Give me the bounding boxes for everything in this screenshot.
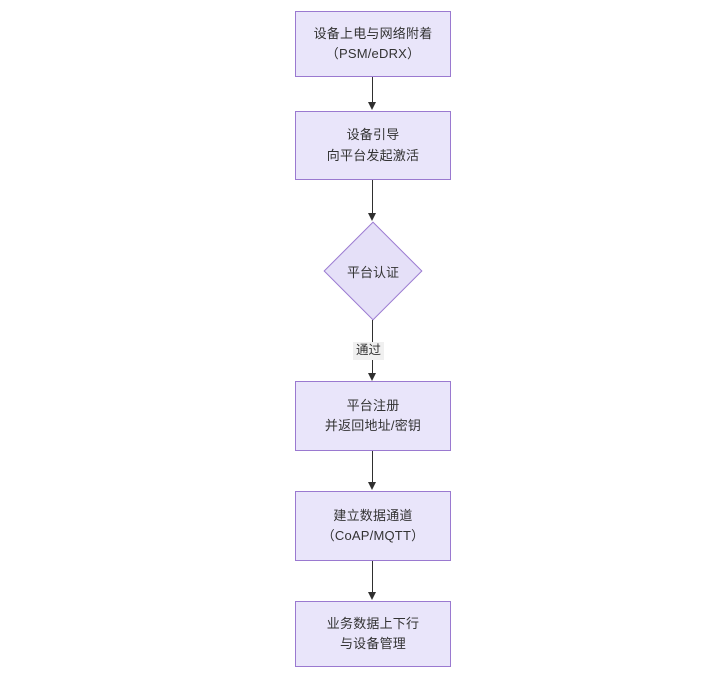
node-line-1: 平台注册 <box>346 397 400 413</box>
node-data-channel[interactable]: 建立数据通道 （CoAP/MQTT） <box>295 491 451 561</box>
node-line-2: （CoAP/MQTT） <box>321 528 425 543</box>
node-line-1: 建立数据通道 <box>333 507 413 523</box>
node-business-data[interactable]: 业务数据上下行 与设备管理 <box>295 601 451 667</box>
node-line-2: （PSM/eDRX） <box>325 46 421 61</box>
connector-channel-to-business <box>372 561 373 593</box>
arrowhead-bootstrap-to-auth <box>368 213 376 221</box>
arrowhead-auth-to-register <box>368 373 376 381</box>
connector-register-to-channel <box>372 451 373 483</box>
node-line-1: 业务数据上下行 <box>326 615 420 631</box>
arrowhead-channel-to-business <box>368 592 376 600</box>
node-line-2: 与设备管理 <box>339 636 406 651</box>
node-device-power-on[interactable]: 设备上电与网络附着 （PSM/eDRX） <box>295 11 451 77</box>
node-line-1: 设备上电与网络附着 <box>313 25 433 41</box>
edge-label-text: 通过 <box>356 343 382 357</box>
node-platform-auth-decision[interactable] <box>323 221 423 321</box>
edge-label-pass: 通过 <box>353 342 385 360</box>
connector-bootstrap-to-auth <box>372 180 373 214</box>
arrowhead-register-to-channel <box>368 482 376 490</box>
node-platform-register[interactable]: 平台注册 并返回地址/密钥 <box>295 381 451 451</box>
node-line-1: 设备引导 <box>346 127 400 143</box>
node-line-2: 并返回地址/密钥 <box>324 418 422 433</box>
arrowhead-power-on-to-bootstrap <box>368 102 376 110</box>
connector-power-on-to-bootstrap <box>372 77 373 103</box>
node-line-2: 向平台发起激活 <box>326 147 420 163</box>
node-device-bootstrap[interactable]: 设备引导 向平台发起激活 <box>295 111 451 180</box>
